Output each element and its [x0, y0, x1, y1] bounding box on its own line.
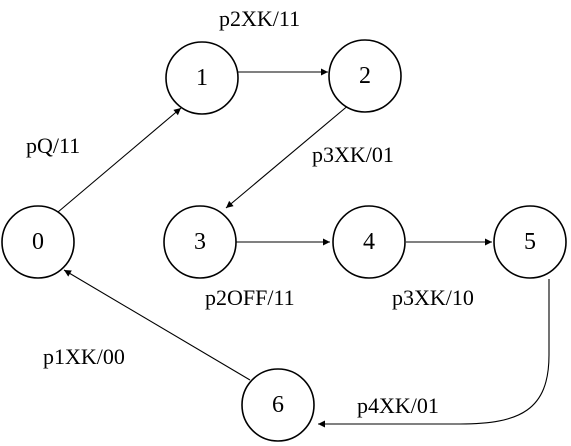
state-node-5-label: 5: [524, 229, 536, 255]
state-node-2-label: 2: [359, 63, 371, 89]
state-node-4-label: 4: [363, 229, 375, 255]
edge-5-to-6: [318, 279, 550, 428]
edge-label-2-to-3: p3XK/01: [312, 142, 394, 167]
state-node-5: 5: [493, 205, 567, 279]
state-node-0: 0: [1, 205, 75, 279]
state-node-6: 6: [241, 368, 315, 442]
state-node-6-label: 6: [272, 392, 284, 418]
edge-label-0-to-1: pQ/11: [26, 133, 80, 158]
state-node-4: 4: [332, 205, 406, 279]
edge-label-3-to-4: p2OFF/11: [205, 285, 295, 310]
edge-label-1-to-2: p2XK/11: [219, 6, 300, 31]
edge-label-6-to-0: p1XK/00: [43, 344, 125, 369]
edge-2-to-3: [225, 103, 351, 209]
state-node-3-label: 3: [194, 229, 206, 255]
edge-6-to-0: [63, 269, 251, 381]
edge-0-to-1: [57, 107, 182, 213]
state-node-1: 1: [165, 41, 239, 115]
state-node-3: 3: [163, 205, 237, 279]
edge-label-5-to-6: p4XK/01: [357, 393, 439, 418]
state-node-0-label: 0: [32, 229, 44, 255]
state-node-2: 2: [328, 39, 402, 113]
edge-label-4-to-5: p3XK/10: [392, 285, 474, 310]
state-node-1-label: 1: [196, 65, 208, 91]
